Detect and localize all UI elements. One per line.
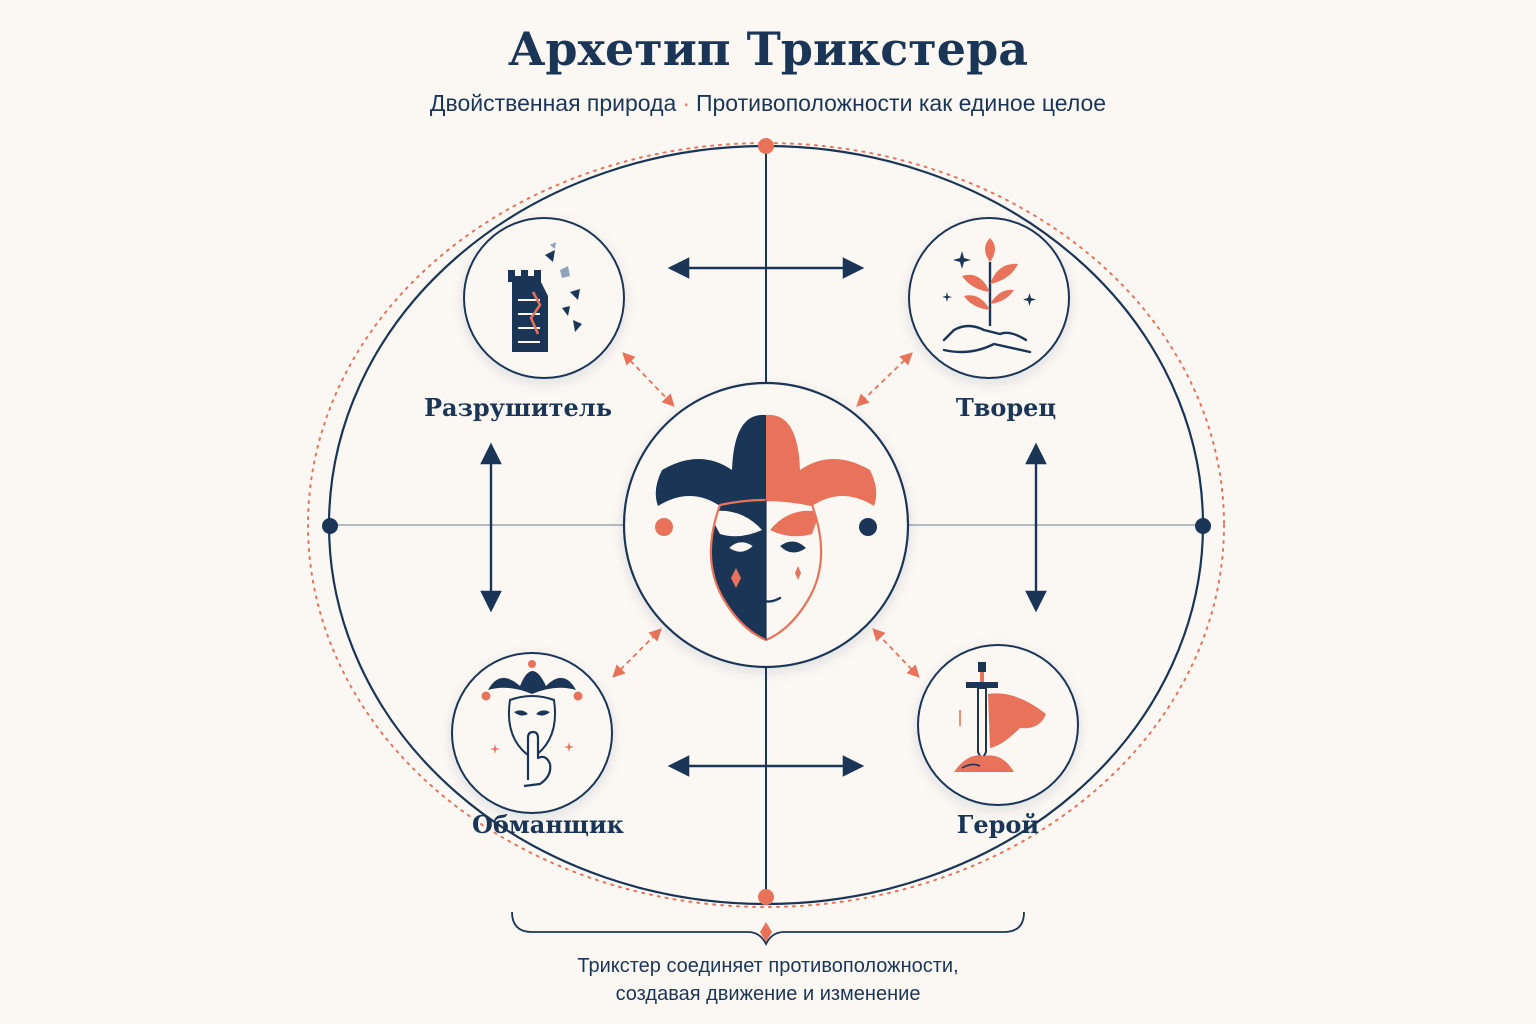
top-axis-dot (758, 138, 774, 154)
diag-arrow-hero (872, 628, 920, 678)
subtitle-separator: · (682, 90, 690, 116)
deceiver-node (451, 652, 613, 814)
center-node (622, 381, 910, 669)
outer-dotted-ring (307, 142, 1225, 908)
sword-and-cape-icon (954, 662, 1046, 772)
creator-node (908, 217, 1070, 379)
caption-line-2: создавая движение и изменение (615, 983, 921, 1005)
page-subtitle: Двойственная природа·Противоположности к… (0, 90, 1536, 117)
creator-label: Творец (955, 393, 1057, 422)
diag-arrow-deceiver (612, 628, 662, 678)
destroyer-node (463, 217, 625, 379)
caption-line-1: Трикстер соединяет противоположности, (577, 955, 959, 977)
destroyer-label: Разрушитель (423, 393, 612, 422)
summary-brace (511, 911, 1025, 947)
sprout-in-hands-icon (942, 238, 1036, 354)
masked-jester-shush-icon (481, 660, 583, 788)
brace-diamond (760, 922, 772, 942)
right-axis-dot (1195, 518, 1211, 534)
page-title: Архетип Трикстера (507, 22, 1029, 76)
bottom-axis-dot (758, 889, 774, 905)
ruined-tower-icon (508, 242, 582, 352)
diag-arrow-destroyer (622, 352, 675, 407)
subtitle-right: Противоположности как единое целое (695, 90, 1107, 116)
subtitle-left: Двойственная природа (429, 90, 677, 116)
deceiver-label: Обманщик (472, 810, 624, 839)
hero-label: Герой (956, 810, 1040, 839)
diag-arrow-creator (856, 352, 913, 407)
left-axis-dot (322, 518, 338, 534)
hero-node (917, 644, 1079, 806)
summary-caption: Трикстер соединяет противоположности, со… (0, 952, 1536, 1008)
